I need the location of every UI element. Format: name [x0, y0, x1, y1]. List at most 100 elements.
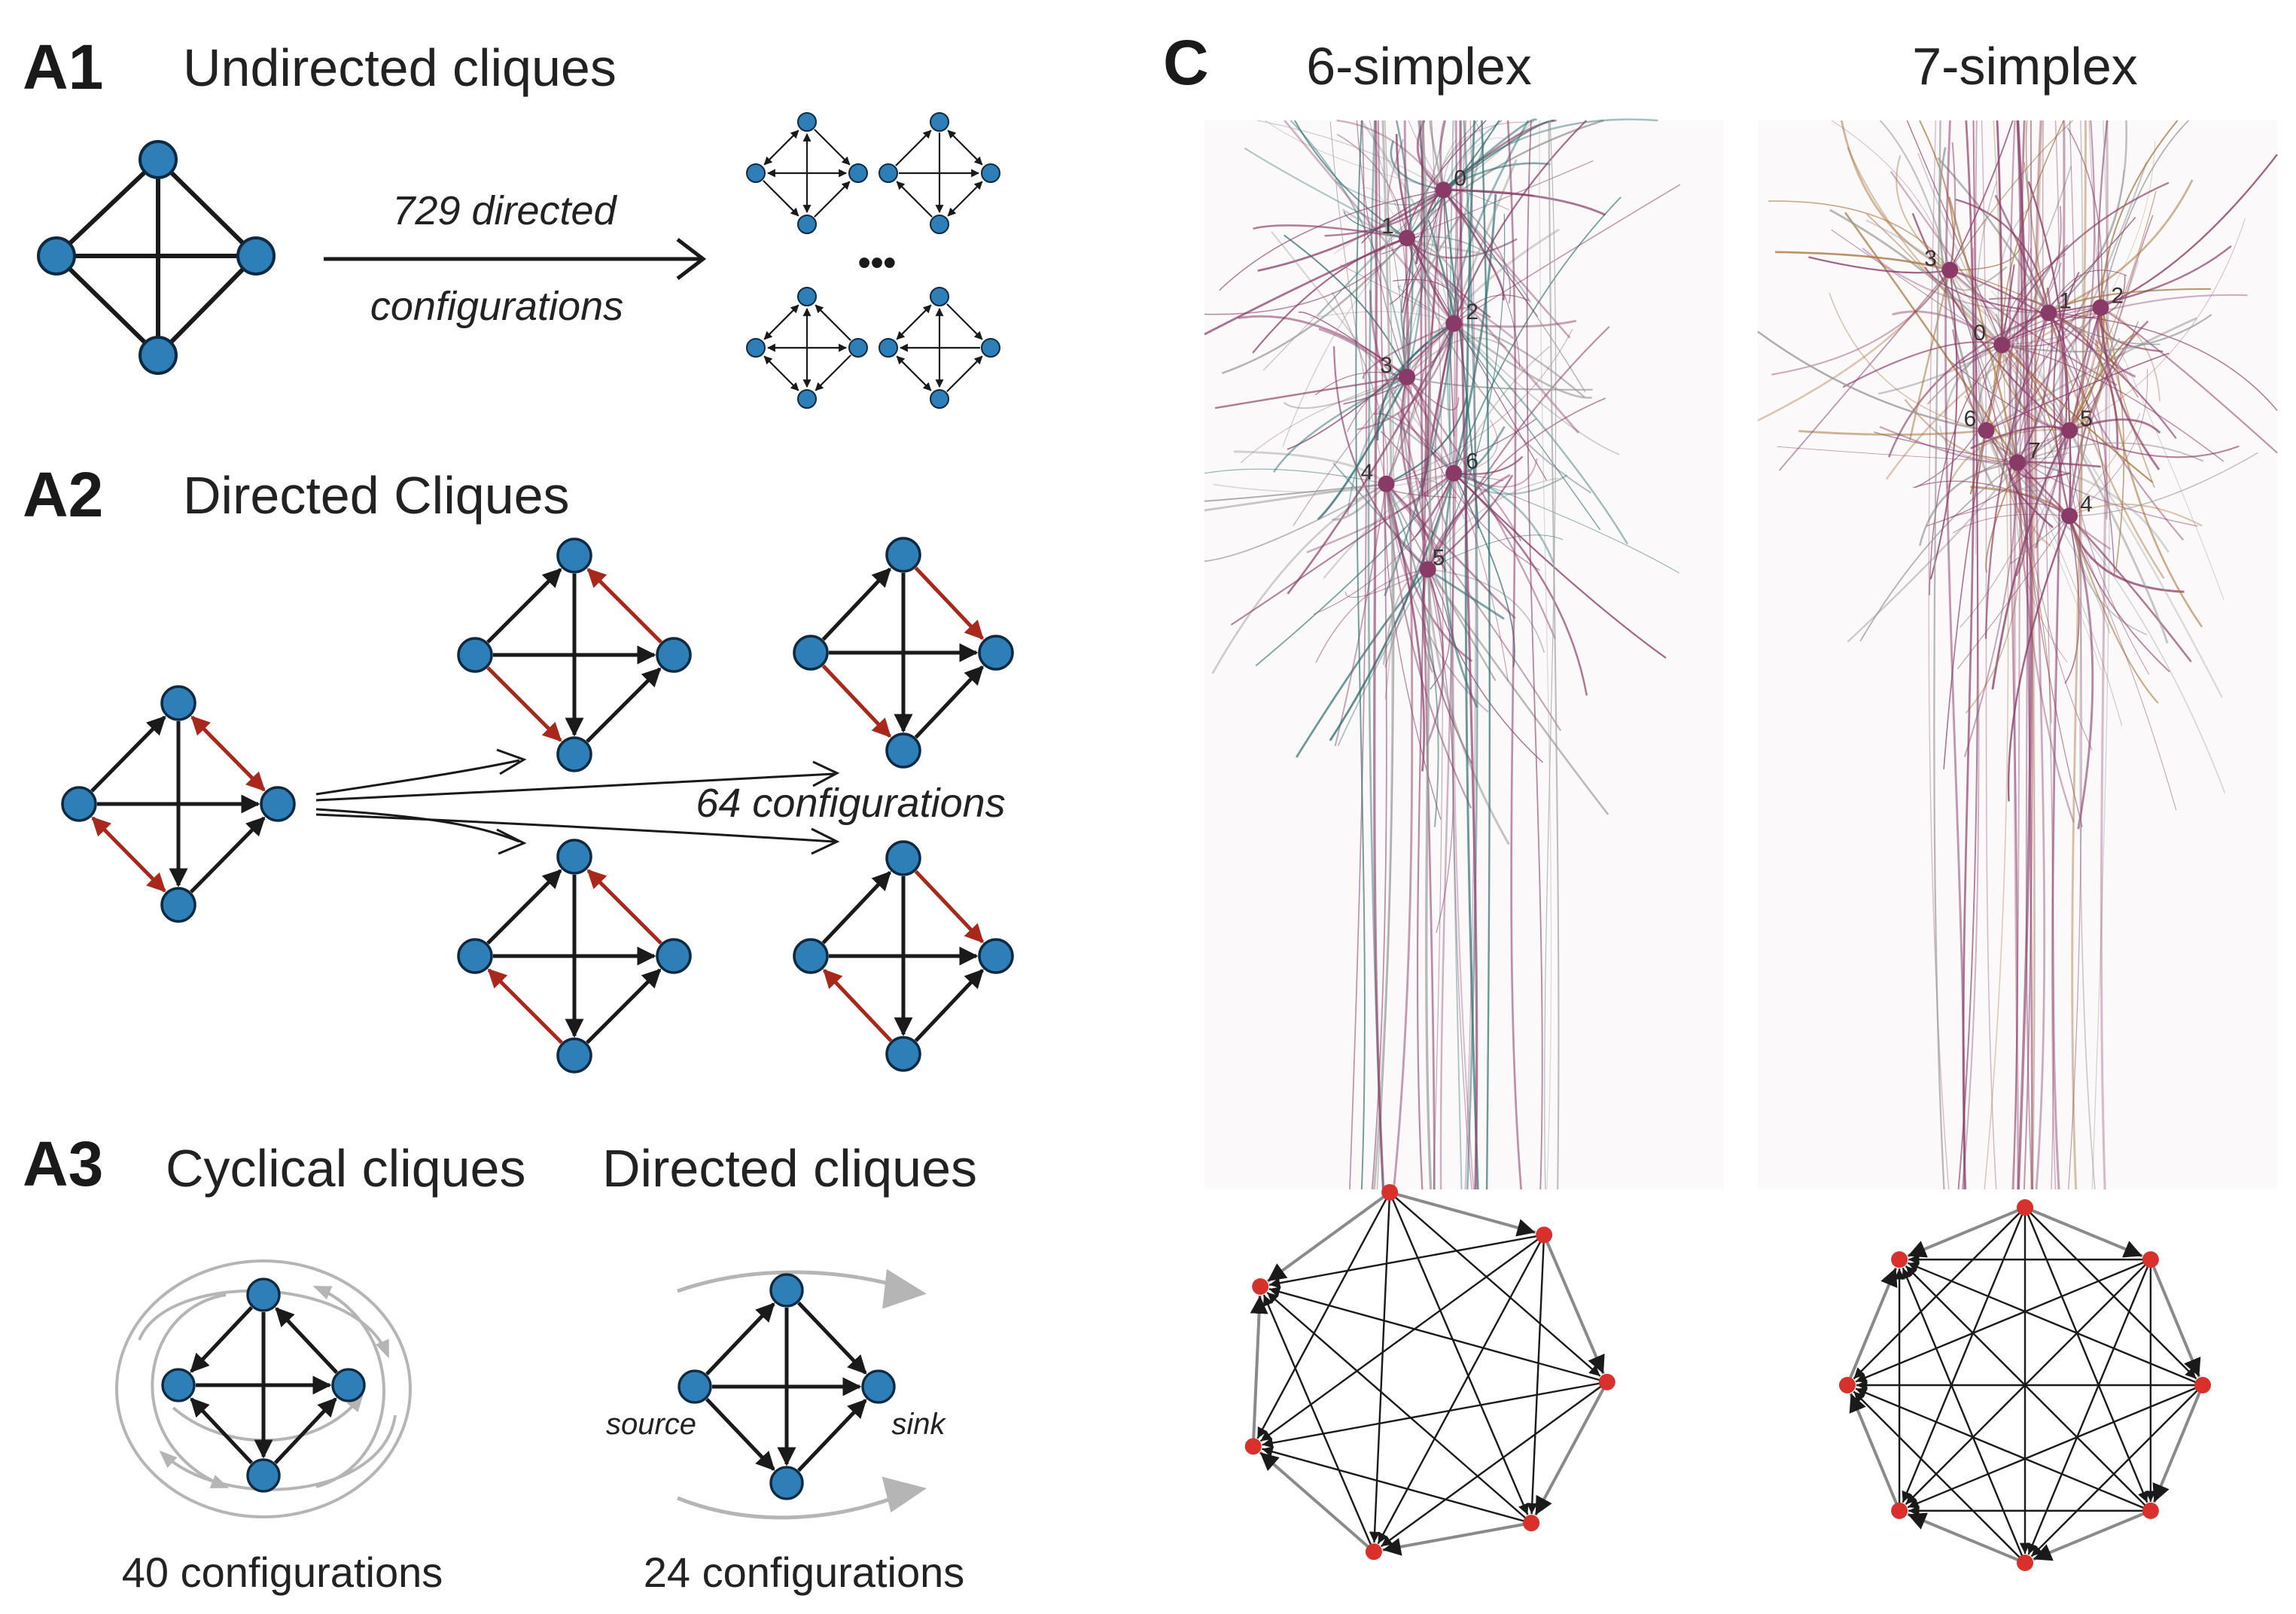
dendrite	[2069, 503, 2203, 527]
clique-node	[457, 637, 493, 673]
neuron-label: 1	[2059, 289, 2072, 314]
graph-node	[1891, 1502, 1908, 1519]
dendrite	[1384, 473, 1455, 668]
dendrite	[1333, 346, 1429, 571]
graph-edge	[1262, 1446, 1532, 1524]
neuron-label: 0	[1454, 166, 1466, 190]
graph-edge	[1259, 1234, 1545, 1442]
dendrite	[2015, 462, 2068, 663]
clique-node	[769, 1273, 804, 1308]
soma	[1445, 464, 1463, 482]
dendrite	[1405, 228, 1561, 378]
dendrite	[1453, 120, 1588, 324]
clique-node	[656, 938, 692, 974]
graph-node	[2017, 1199, 2033, 1216]
clique-node	[556, 1037, 592, 1073]
dendrite	[1926, 430, 2070, 527]
dendrite	[1427, 569, 1454, 933]
dendrite	[1453, 323, 1620, 455]
dendrite	[2100, 306, 2160, 402]
dendrite	[1454, 319, 1576, 328]
clique-node	[331, 1368, 366, 1402]
dendrite	[2068, 430, 2169, 644]
dendrite	[1985, 430, 2027, 577]
dendrite	[2017, 461, 2192, 662]
a1-arrowhead	[676, 238, 707, 280]
dendrite	[1452, 193, 1497, 474]
clique-edge	[821, 664, 891, 738]
graph-edge	[1380, 1381, 1608, 1548]
dendrite	[1949, 270, 2019, 513]
dendrite	[2017, 312, 2050, 446]
dendrite	[2017, 462, 2123, 726]
clique-edge	[763, 304, 799, 340]
graph-edge	[1389, 1192, 1601, 1377]
dendrite	[1384, 483, 1442, 820]
dendrite	[1324, 189, 1445, 237]
panel-title-a3-right: Directed cliques	[602, 1139, 977, 1198]
dendrite	[1385, 159, 1518, 485]
graph-edge	[2033, 1509, 2151, 1561]
graph-edge	[1907, 1206, 2026, 1258]
dendrite	[1768, 200, 1950, 271]
dendrite	[1442, 189, 1586, 393]
dendrite	[2017, 321, 2139, 463]
clique-node	[746, 338, 766, 358]
apical-dendrite	[2030, 120, 2044, 1190]
dendrite	[1390, 140, 1444, 191]
dendrite	[1306, 472, 1455, 553]
dendrite	[1271, 230, 1454, 474]
clique-node	[930, 287, 949, 306]
dendrite	[1257, 189, 1445, 272]
dendrite	[1427, 397, 1606, 570]
apical-dendrite	[1506, 120, 1522, 1190]
dendrite	[2048, 169, 2124, 314]
clique-node	[930, 112, 949, 132]
dendrite	[1911, 212, 2070, 431]
dendrite	[1443, 137, 1505, 190]
dendrite	[1453, 184, 1681, 324]
dendrite	[2069, 418, 2161, 434]
clique-edge	[815, 304, 851, 341]
soma	[1993, 337, 2011, 354]
a2-configs-label: 64 configurations	[696, 781, 1005, 826]
dendrite	[2100, 120, 2189, 308]
dendrite	[2100, 306, 2278, 454]
graph-edge	[1905, 1259, 2151, 1506]
dendrite	[1949, 270, 2017, 460]
dendrite	[2100, 307, 2155, 489]
dendrite	[2016, 461, 2112, 550]
apical-dendrite	[1544, 120, 1557, 1190]
dendrite	[2048, 312, 2115, 574]
dendrite	[2053, 271, 2080, 516]
dendrite	[2069, 218, 2246, 431]
apical-dendrite	[1421, 120, 1433, 1190]
graph-edge	[1268, 1234, 1545, 1289]
clique-node	[797, 287, 817, 306]
dendrite	[1429, 120, 1445, 190]
dendrite	[2048, 274, 2126, 319]
a3-left-count: 40 configurations	[122, 1549, 443, 1596]
clique-edge	[190, 1306, 254, 1373]
clique-edge	[814, 129, 851, 166]
dendrite	[1996, 350, 2071, 516]
panel-title-a3-left: Cyclical cliques	[166, 1139, 525, 1198]
graph-node	[2017, 1555, 2033, 1571]
clique-node	[797, 112, 817, 132]
clique-node	[556, 839, 592, 875]
dendrite	[2009, 248, 2032, 463]
apical-dendrite	[1933, 120, 1945, 1190]
clique-node	[978, 635, 1014, 671]
graph-edge	[1905, 1265, 2151, 1512]
graph-edge	[1389, 1192, 1529, 1515]
panel-title-a1: Undirected cliques	[183, 38, 617, 97]
graph-edge	[1268, 1287, 1608, 1384]
apical-dendrite	[1464, 120, 1479, 1190]
dendrite	[1287, 323, 1455, 595]
dendrite	[1241, 376, 1408, 464]
panel-letter-a1: A1	[23, 32, 103, 102]
neuron-label: 5	[2080, 407, 2093, 431]
dendrite	[2017, 280, 2076, 463]
dendrite	[2100, 141, 2156, 308]
